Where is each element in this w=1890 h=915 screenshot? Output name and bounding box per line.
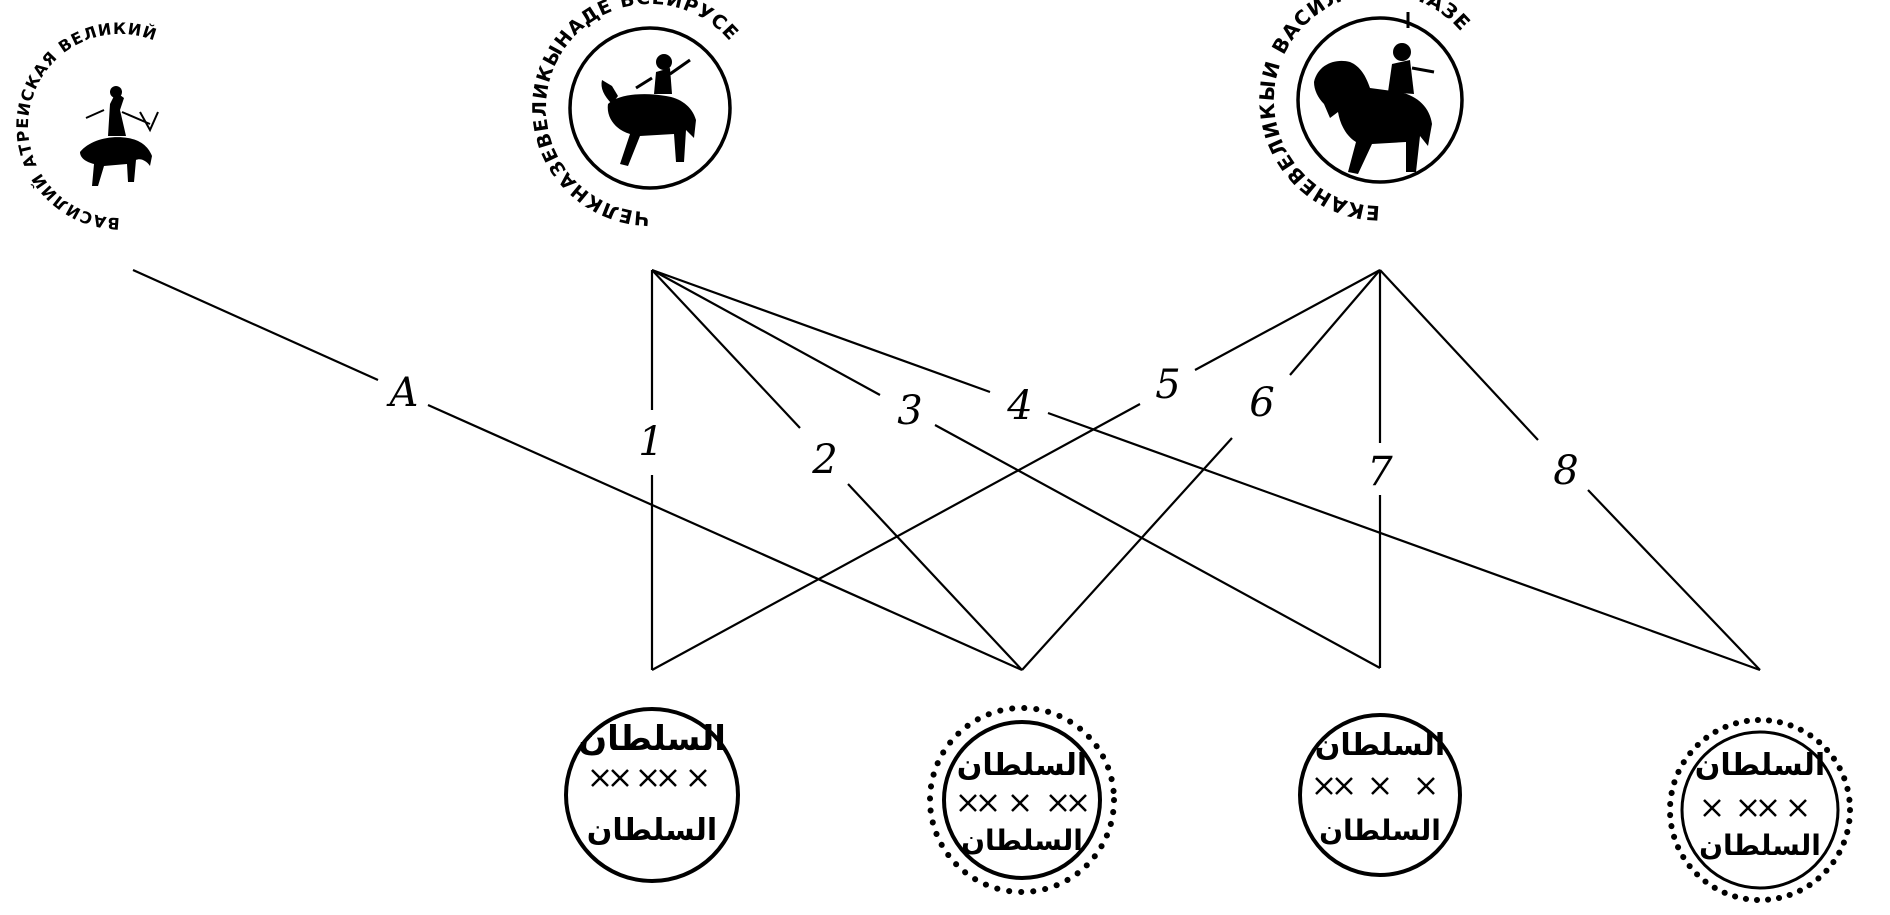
connector-label-8: 8 [1553,448,1578,494]
connector-label-7: 7 [1367,449,1393,495]
coin-4-rim [1680,730,1840,890]
connector-8-line [1379,269,1539,441]
connector-4-line [1047,411,1761,672]
coin-2-rim [942,720,1102,880]
coin-4-inscription: السلطان [1699,829,1821,862]
coin-2-inscription: السلطان [957,748,1087,783]
coin-4: السلطان السلطان [1667,717,1853,903]
seal-middle: ЧЕЛКНАЗЕВЕЛИКЫНАДЕ ВСЕИРУСЕ [529,0,742,229]
coin-1: السلطان السلطان [564,707,740,883]
connector-label-6: 6 [1249,380,1274,426]
connector-3-line [651,269,881,396]
seal-middle-ring [568,26,732,190]
connector-label-1: 1 [638,419,663,465]
lattice-icon [591,769,707,787]
connector-5-line [1194,269,1381,371]
connector-8-line [1587,489,1761,671]
coin-3-rim [1298,713,1462,877]
lattice-icon [1315,777,1435,795]
connector-6-line [1021,437,1233,671]
connector-label-3: 3 [897,388,922,434]
connector-5-line [651,403,1141,671]
seal-right-ring [1296,16,1464,184]
coin-3: السلطان السلطان [1298,713,1462,877]
connector-labels: A 1 2 3 4 5 6 7 8 [386,362,1579,495]
coin-2-inscription: السلطان [961,824,1083,857]
connector-a-line [132,268,379,382]
connector-label-2: 2 [811,437,837,483]
connector-label-5: 5 [1155,362,1180,408]
horseman-icon [1314,12,1435,174]
lattice-icon [1703,799,1807,817]
connector-label-a: A [386,370,419,416]
connector-6-line [1289,269,1381,376]
connector-3-line [934,424,1381,669]
connector-2-line [847,483,1023,671]
coin-3-inscription: السلطان [1315,728,1445,763]
seal-left-legend: ВАСИЛИЙ АТРЕИСКАЯ ВЕЛИКИЙ [13,19,160,233]
lattice-icon [959,794,1087,812]
connector-label-4: 4 [1006,383,1032,429]
coin-4-beaded-border [1667,717,1853,903]
horseman-icon [80,86,159,186]
connector-4-line [651,268,991,394]
connector-a-line [427,403,1023,672]
connector-lines [132,268,1761,672]
coin-2-beaded-border [927,705,1117,895]
seal-right: ЕКАНЕВЕЛИКЫИ ВАСИЛЕВИЧНАЗЕ [1255,0,1475,225]
coin-1-inscription: السلطان [578,719,726,759]
horseman-icon [601,54,696,166]
coin-1-rim [564,707,740,883]
coin-2: السلطان السلطان [927,705,1117,895]
coin-4-inscription: السلطان [1695,748,1825,783]
seal-left: ВАСИЛИЙ АТРЕИСКАЯ ВЕЛИКИЙ [13,19,160,233]
coin-3-inscription: السلطان [1319,814,1441,847]
coin-1-inscription: السلطان [587,813,717,848]
connector-2-line [651,269,801,429]
